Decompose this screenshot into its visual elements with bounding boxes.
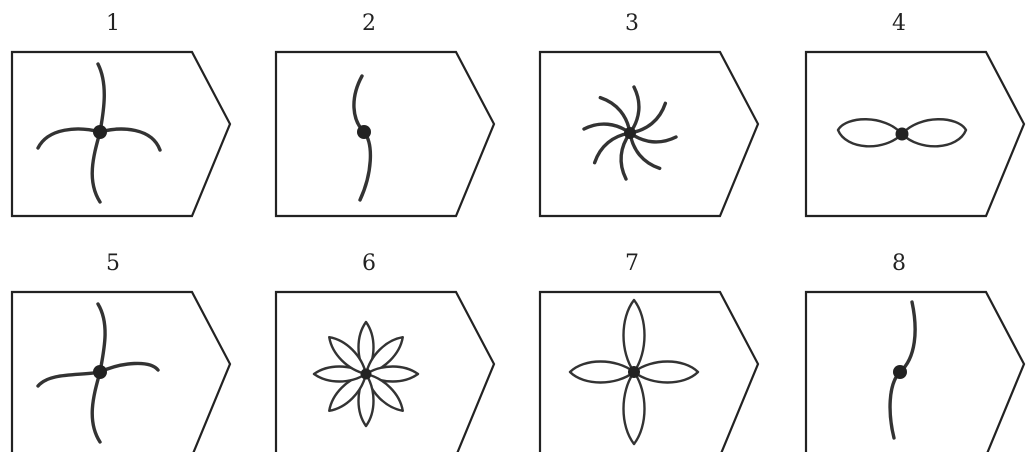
panel-label-3: 3 bbox=[625, 11, 639, 36]
panel-8 bbox=[806, 292, 1024, 452]
panel-3 bbox=[540, 52, 758, 216]
panel-label-7: 7 bbox=[625, 251, 639, 276]
panel-5 bbox=[12, 292, 230, 452]
panel-7 bbox=[540, 292, 758, 452]
panel-label-4: 4 bbox=[892, 11, 906, 36]
figure-6 bbox=[314, 322, 418, 426]
panel-1 bbox=[12, 52, 230, 216]
panel-label-1: 1 bbox=[106, 11, 120, 36]
panel-2 bbox=[276, 52, 494, 216]
panel-6 bbox=[276, 292, 494, 452]
panel-label-5: 5 bbox=[106, 251, 120, 276]
panel-label-2: 2 bbox=[362, 11, 376, 36]
panel-4 bbox=[806, 52, 1024, 216]
panel-label-8: 8 bbox=[892, 251, 906, 276]
panel-label-6: 6 bbox=[362, 251, 376, 276]
